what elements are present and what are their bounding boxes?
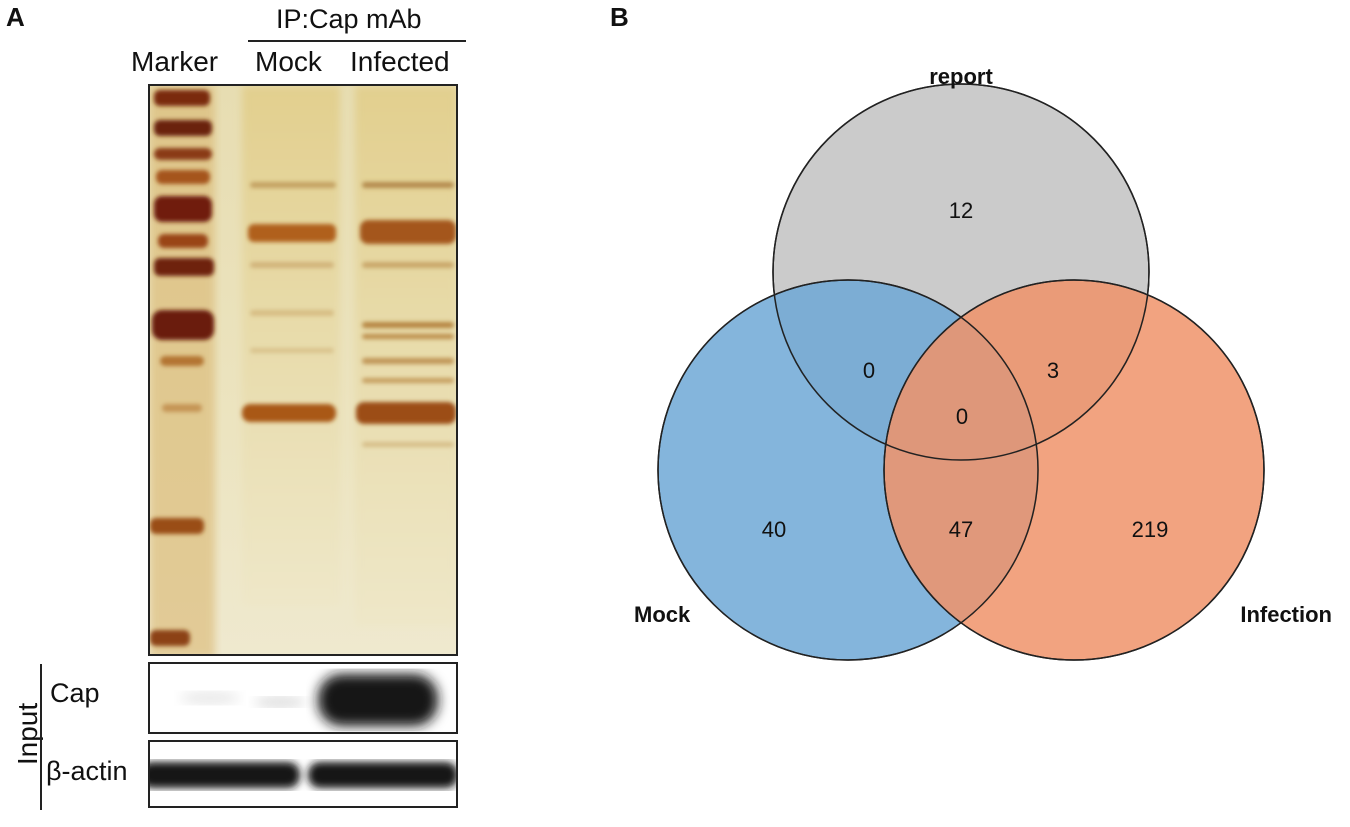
marker-bands (150, 90, 214, 646)
count-infection-only: 219 (1132, 517, 1169, 542)
venn-outline-mock (657, 279, 1039, 661)
venn-outline-report (772, 83, 1150, 461)
lane-label-infected: Infected (350, 46, 450, 77)
lane-label-mock: Mock (255, 46, 322, 77)
count-report-only: 12 (949, 198, 973, 223)
count-mock-only: 40 (762, 517, 786, 542)
venn-circle-infection (883, 279, 1265, 661)
actin-blot (148, 740, 458, 808)
gel-image (150, 86, 456, 654)
venn-label-mock: Mock (634, 602, 691, 627)
actin-row-label: β-actin (46, 756, 128, 786)
panel-a-letter: A (6, 2, 25, 32)
panel-b-letter: B (610, 2, 629, 32)
mock-lane-bands (242, 182, 336, 422)
silver-stain-gel (148, 84, 458, 656)
cap-blot-image (180, 674, 438, 726)
ip-bracket-line (248, 40, 466, 42)
cap-row-label: Cap (50, 678, 100, 708)
lane-label-marker: Marker (131, 46, 219, 77)
venn-label-report: report (929, 64, 993, 89)
ip-label: IP:Cap mAb (276, 4, 422, 34)
count-report-mock: 0 (863, 358, 875, 383)
infected-lane-bands (356, 182, 456, 447)
count-mock-infection: 47 (949, 517, 973, 542)
venn-diagram: report Mock Infection 12 0 3 0 40 47 219 (634, 64, 1332, 661)
venn-outline-infection (883, 279, 1265, 661)
count-all-three: 0 (956, 404, 968, 429)
count-report-infection: 3 (1047, 358, 1059, 383)
input-bracket-line (40, 664, 42, 810)
venn-label-infection: Infection (1240, 602, 1332, 627)
cap-blot (148, 662, 458, 734)
actin-blot-image (150, 762, 456, 788)
